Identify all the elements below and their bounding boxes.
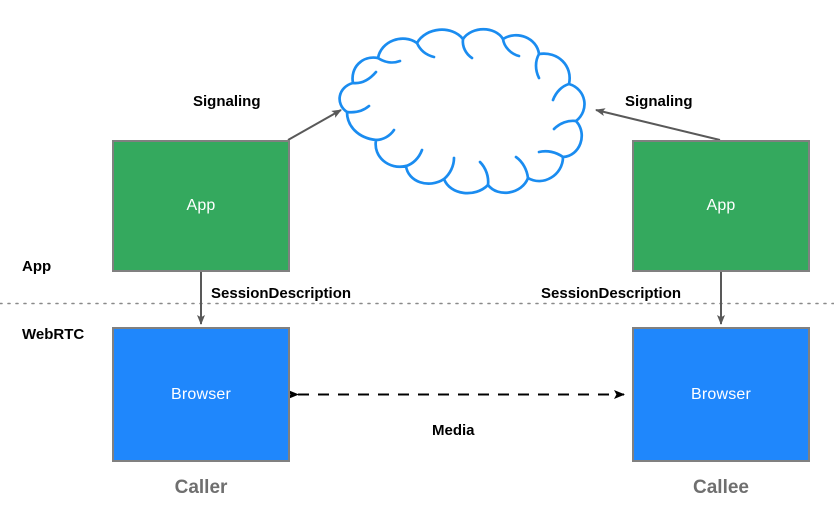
cloud-icon	[338, 27, 586, 195]
caller-browser-box[interactable]: Browser	[112, 327, 290, 462]
layer-label-app: App	[22, 258, 52, 275]
callee-app-box[interactable]: App	[632, 140, 810, 272]
layer-label-webrtc: WebRTC	[22, 326, 85, 343]
session-description-left-label: SessionDescription	[211, 285, 352, 302]
role-label-callee: Callee	[693, 477, 749, 498]
callee-app-label: App	[706, 197, 736, 214]
signaling-left-arrow	[287, 109, 342, 141]
media-label: Media	[432, 422, 475, 439]
role-label-caller: Caller	[174, 477, 228, 498]
callee-browser-label: Browser	[690, 385, 752, 403]
signaling-right-label: Signaling	[625, 93, 693, 110]
caller-app-label: App	[186, 197, 216, 214]
caller-browser-label: Browser	[170, 385, 232, 403]
caller-app-box[interactable]: App	[112, 140, 290, 272]
callee-browser-box[interactable]: Browser	[632, 327, 810, 462]
signaling-left-label: Signaling	[193, 93, 261, 110]
signaling-right-arrow	[595, 108, 721, 141]
session-description-right-label: SessionDescription	[541, 285, 682, 302]
